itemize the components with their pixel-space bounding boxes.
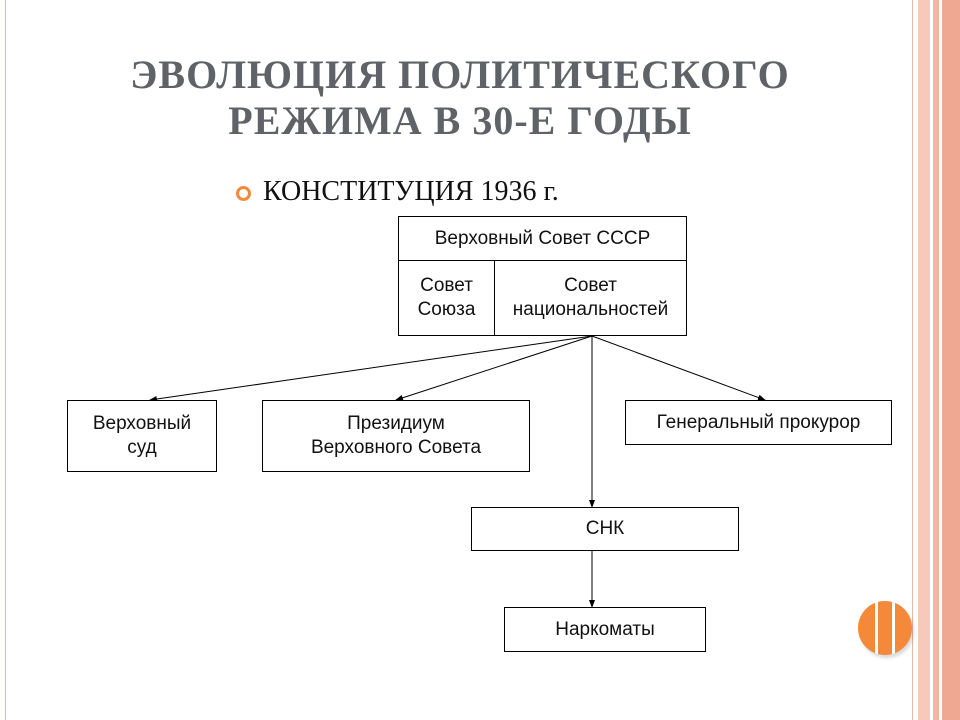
snk-box: СНК xyxy=(471,507,739,551)
arrow-to-prosecutor xyxy=(591,335,766,401)
decor-stripe xyxy=(918,0,930,720)
bullet-circle-icon xyxy=(236,185,251,201)
presidium-box: Президиум Верховного Совета xyxy=(262,400,530,472)
soviet-of-nationalities-line-1: Совет xyxy=(564,275,617,296)
supreme-court-line-1: Верховный xyxy=(92,413,192,434)
title-line-1: ЭВОЛЮЦИЯ ПОЛИТИЧЕСКОГО xyxy=(130,52,790,97)
supreme-soviet-header: Верховный Совет СССР xyxy=(399,217,686,261)
decor-stripe xyxy=(942,0,960,720)
arrow-to-supreme-court xyxy=(149,335,593,402)
supreme-court-line-2: суд xyxy=(127,437,157,458)
presidium-line-1: Президиум xyxy=(347,413,445,434)
soviet-of-union-cell: Совет Союза xyxy=(399,261,495,335)
soviet-of-nationalities-cell: Совет национальностей xyxy=(495,261,686,335)
supreme-court-box: Верховный суд xyxy=(67,400,217,472)
snk-label: СНК xyxy=(585,518,625,539)
prosecutor-label: Генеральный прокурор xyxy=(656,411,861,433)
supreme-soviet-label: Верховный Совет СССР xyxy=(434,227,651,249)
narkomaty-box: Наркоматы xyxy=(504,607,706,652)
bullet-item: КОНСТИТУЦИЯ 1936 г. xyxy=(236,176,559,208)
presidium-line-2: Верховного Совета xyxy=(310,437,482,458)
bullet-text: КОНСТИТУЦИЯ 1936 г. xyxy=(263,176,559,207)
soviet-of-nationalities-line-2: национальностей xyxy=(512,299,669,320)
title-line-2: РЕЖИМА В 30-Е ГОДЫ xyxy=(228,98,692,143)
soviet-of-union-line-2: Союза xyxy=(417,299,476,320)
slide-title: ЭВОЛЮЦИЯ ПОЛИТИЧЕСКОГО РЕЖИМА В 30-Е ГОД… xyxy=(40,52,880,144)
slide-frame xyxy=(5,0,913,720)
decorative-circle-icon xyxy=(858,601,912,655)
soviet-of-union-line-1: Совет xyxy=(420,275,473,296)
prosecutor-box: Генеральный прокурор xyxy=(625,400,892,445)
narkomaty-label: Наркоматы xyxy=(555,618,655,640)
arrow-to-presidium xyxy=(395,335,593,401)
decor-stripe xyxy=(933,0,939,720)
supreme-soviet-block: Верховный Совет СССР Совет Союза Совет н… xyxy=(398,216,687,336)
